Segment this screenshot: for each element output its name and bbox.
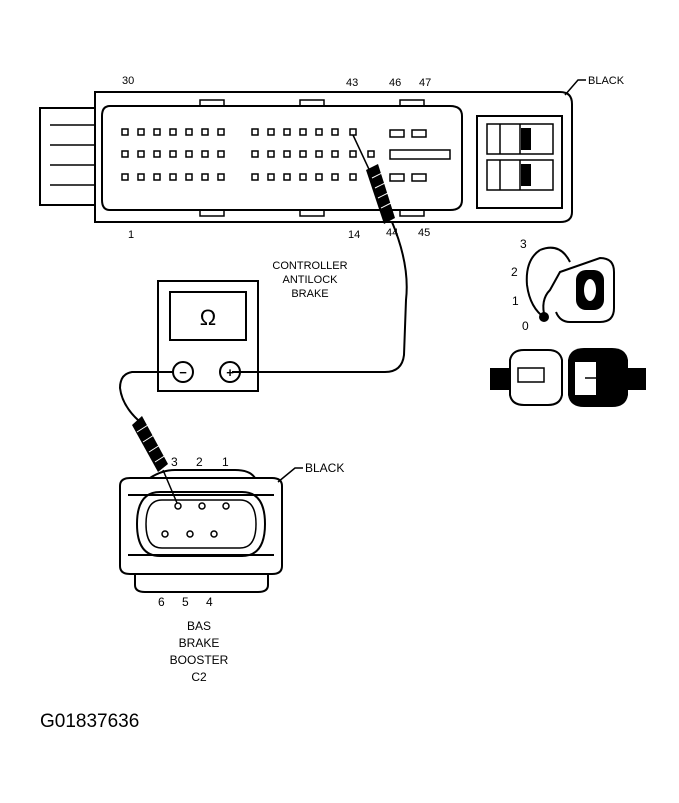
booster-name-line-2: BRAKE — [179, 636, 220, 650]
booster-pin-label-4: 4 — [206, 595, 213, 609]
booster-pin-label-6: 6 — [158, 595, 165, 609]
booster-pin-label-2: 2 — [196, 455, 203, 469]
ecu-color-label: BLACK — [588, 75, 625, 87]
ecu-pin-label-30: 30 — [122, 75, 134, 87]
ecu-pin-label-45: 45 — [418, 227, 430, 239]
ecu-pin-label-43: 43 — [346, 77, 358, 89]
ecu-name-line-2: ANTILOCK — [282, 274, 338, 286]
booster-name-line-3: BOOSTER — [170, 653, 229, 667]
ignition-position-3: 3 — [520, 237, 527, 251]
booster-pin-label-3: 3 — [171, 455, 178, 469]
ecu-name-line-1: CONTROLLER — [272, 260, 347, 272]
ohmmeter-positive-terminal: + — [226, 365, 234, 380]
probe-to-ecu — [232, 134, 408, 373]
ecu-connector: 30 43 46 47 1 14 44 45 BLACK — [39, 75, 625, 241]
ignition-position-2: 2 — [511, 265, 518, 279]
ecu-pin-label-14: 14 — [348, 229, 360, 241]
figure-code: G01837636 — [40, 711, 139, 732]
probe-to-booster — [118, 371, 178, 504]
booster-pin-label-1: 1 — [222, 455, 229, 469]
booster-connector: 3 2 1 BLACK 6 5 4 — [119, 455, 344, 609]
ohmmeter: Ω − + — [157, 280, 259, 392]
ignition-switch: 3 2 1 0 — [490, 237, 646, 407]
ecu-pin-label-46: 46 — [389, 77, 401, 89]
ohm-symbol: Ω — [200, 305, 216, 330]
ohmmeter-negative-terminal: − — [179, 365, 187, 380]
ignition-position-0: 0 — [522, 319, 529, 333]
ecu-pin-grid — [121, 128, 375, 181]
booster-color-label: BLACK — [305, 461, 344, 475]
ignition-position-1: 1 — [512, 294, 519, 308]
booster-name-line-4: C2 — [191, 670, 207, 684]
booster-pin-label-5: 5 — [182, 595, 189, 609]
ecu-pin-label-47: 47 — [419, 77, 431, 89]
booster-name-line-1: BAS — [187, 619, 211, 633]
ecu-name-line-3: BRAKE — [291, 288, 328, 300]
ecu-pin-label-1: 1 — [128, 229, 134, 241]
